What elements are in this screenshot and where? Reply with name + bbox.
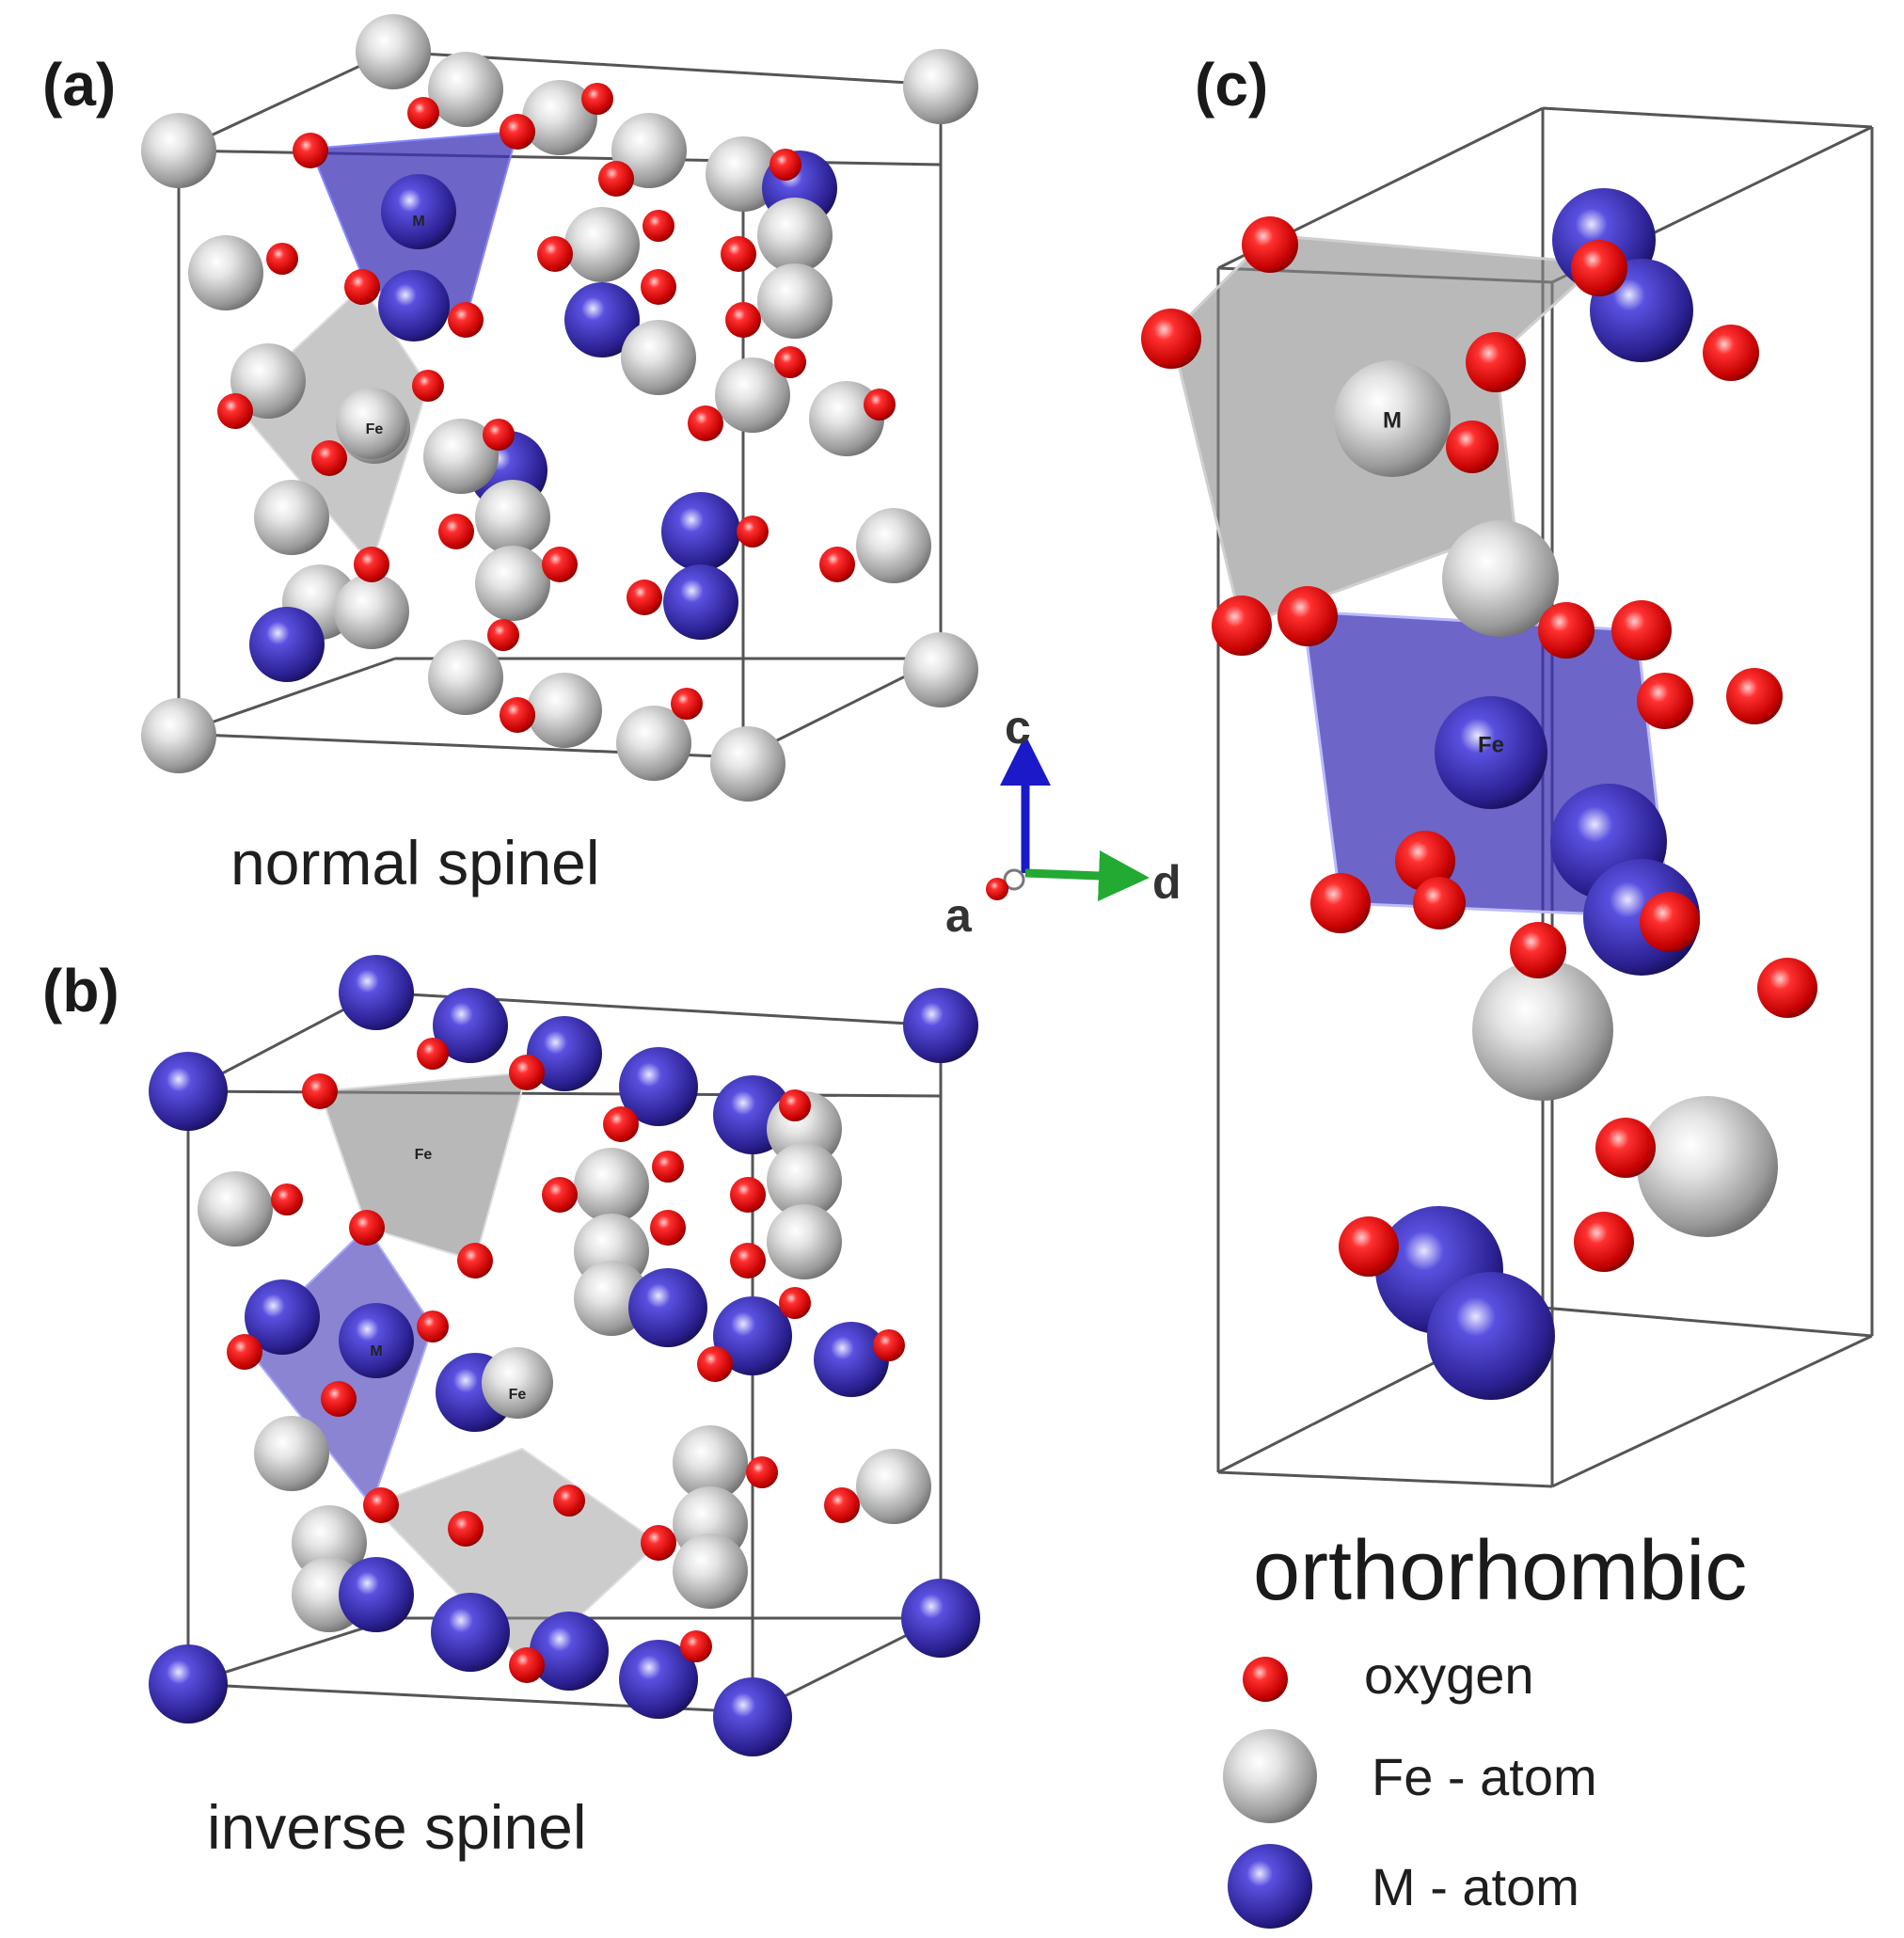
polyhedron-m-label-b: M	[370, 1343, 382, 1359]
legend: oxygen Fe - atom M - atom	[1223, 1645, 1597, 1929]
axis-triad: c d a	[945, 701, 1182, 942]
polyhedron-fe-label-a: Fe	[366, 421, 384, 437]
panel-c: (c)	[1141, 51, 1874, 1618]
polyhedron-fe-label-c: Fe	[1478, 732, 1504, 757]
axis-d-label: d	[1152, 856, 1182, 909]
panel-b-caption: inverse spinel	[207, 1792, 587, 1862]
axis-a-label: a	[945, 889, 973, 942]
axis-c-label: c	[1005, 701, 1031, 754]
fe-atom-swatch	[1223, 1729, 1317, 1823]
legend-label-oxygen: oxygen	[1364, 1645, 1534, 1705]
panel-a: (a)	[42, 14, 978, 898]
m-atom-swatch	[1228, 1844, 1312, 1929]
atoms-b	[149, 955, 980, 1756]
polyhedron-m-label-a: M	[412, 214, 424, 230]
panel-a-caption: normal spinel	[230, 828, 600, 898]
polyhedron-fe-label-b1: Fe	[415, 1147, 433, 1163]
panel-a-label: (a)	[42, 51, 116, 119]
panel-b-label: (b)	[42, 957, 119, 1025]
legend-item-oxygen: oxygen	[1243, 1645, 1534, 1705]
polyhedron-fe-label-b2: Fe	[509, 1387, 527, 1403]
legend-label-m-atom: M - atom	[1372, 1857, 1579, 1916]
atoms-c	[1141, 188, 1817, 1400]
legend-item-fe-atom: Fe - atom	[1223, 1729, 1597, 1823]
panel-c-label: (c)	[1195, 51, 1268, 119]
legend-item-m-atom: M - atom	[1228, 1844, 1579, 1929]
panel-c-caption: orthorhombic	[1253, 1524, 1747, 1618]
panel-b: (b)	[42, 955, 980, 1862]
oxygen-swatch	[1243, 1657, 1288, 1702]
octahedron-fe-b	[370, 1447, 660, 1667]
polyhedron-m-label-c: M	[1383, 407, 1402, 433]
legend-label-fe-atom: Fe - atom	[1372, 1747, 1597, 1806]
atoms-a	[141, 14, 978, 802]
